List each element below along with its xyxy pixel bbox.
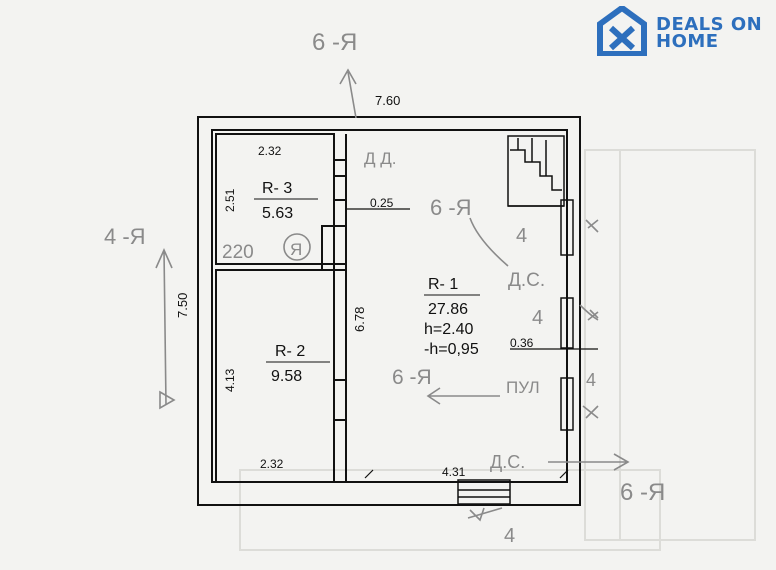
r1-floor-label: -h=0,95 — [424, 341, 479, 358]
r1-id-label: R- 1 — [428, 276, 458, 293]
num-4-top-note: 4 — [516, 225, 527, 247]
west-marker-icon — [159, 390, 176, 410]
brand-line-2: HOME — [656, 31, 719, 52]
brand-logo: DEALS ON HOME — [596, 4, 766, 57]
house-x-logo-icon — [597, 4, 647, 57]
north-note: 6 -Я — [312, 29, 357, 56]
overall-height-label: 7.50 — [175, 293, 190, 318]
entrance-door — [457, 479, 511, 505]
ds-middle-note: Д.С. — [508, 270, 545, 291]
outer-wall — [197, 116, 581, 506]
inner-arrow-icon — [469, 217, 509, 267]
left-6ya-note: 6 -Я — [392, 366, 432, 389]
r1-width-label: 4.31 — [442, 465, 466, 479]
south-marker-icon — [467, 507, 503, 522]
r3-area-label: 5.63 — [262, 205, 293, 222]
window-offset-label: 0.36 — [510, 336, 534, 350]
mark-ya-note: Я — [290, 240, 302, 259]
r3-height-label: 2.51 — [223, 188, 237, 212]
brand-line-1: DEALS ON — [656, 14, 763, 35]
mark-220-note: 220 — [222, 242, 254, 263]
handwritten-arrows — [155, 68, 630, 522]
north-arrow-icon — [339, 68, 357, 119]
r2-width-label: 2.32 — [260, 457, 284, 471]
background-ghost-lines — [239, 149, 756, 551]
dimension-lines — [346, 208, 598, 479]
pul-arrow-icon — [426, 387, 500, 405]
r2-area-label: 9.58 — [271, 368, 302, 385]
r1-ceiling-label: h=2.40 — [424, 321, 473, 338]
r3-width-label: 2.32 — [258, 144, 282, 158]
west-arrow-icon — [155, 248, 173, 406]
r1-area-label: 27.86 — [428, 301, 468, 318]
wall-thickness-label: 0.25 — [370, 196, 394, 210]
r3-id-label: R- 3 — [262, 180, 292, 197]
inner-6ya-note: 6 -Я — [430, 195, 472, 220]
staircase — [507, 135, 565, 207]
num-4-mid-note: 4 — [532, 307, 543, 329]
interior-walls — [215, 133, 347, 483]
brand-name: DEALS ON HOME — [656, 14, 763, 52]
southeast-6ya-note: 6 -Я — [620, 479, 665, 506]
southeast-arrow-icon — [548, 453, 630, 471]
num-4-bottom-note: 4 — [504, 525, 515, 547]
r2-id-label: R- 2 — [275, 343, 305, 360]
handwritten-notes: 6 -Я 4 -Я 6 -Я 4 Д.С. 4 Д Д. 220 Я 6 -Я … — [104, 29, 665, 547]
dd-note: Д Д. — [364, 149, 396, 168]
ds-bottom-note: Д.С. — [490, 452, 525, 472]
overall-width-label: 7.60 — [375, 93, 400, 108]
pul-note: ПУЛ — [506, 378, 540, 397]
r1-height-label: 6.78 — [352, 307, 367, 332]
r2-height-label: 4.13 — [223, 368, 237, 392]
num-4-right-note: 4 — [586, 370, 596, 390]
east-windows — [560, 199, 574, 431]
west-note: 4 -Я — [104, 224, 146, 249]
plan-labels: 7.60 7.50 2.32 2.51 R- 3 5.63 0.25 R- 2 … — [175, 93, 534, 479]
